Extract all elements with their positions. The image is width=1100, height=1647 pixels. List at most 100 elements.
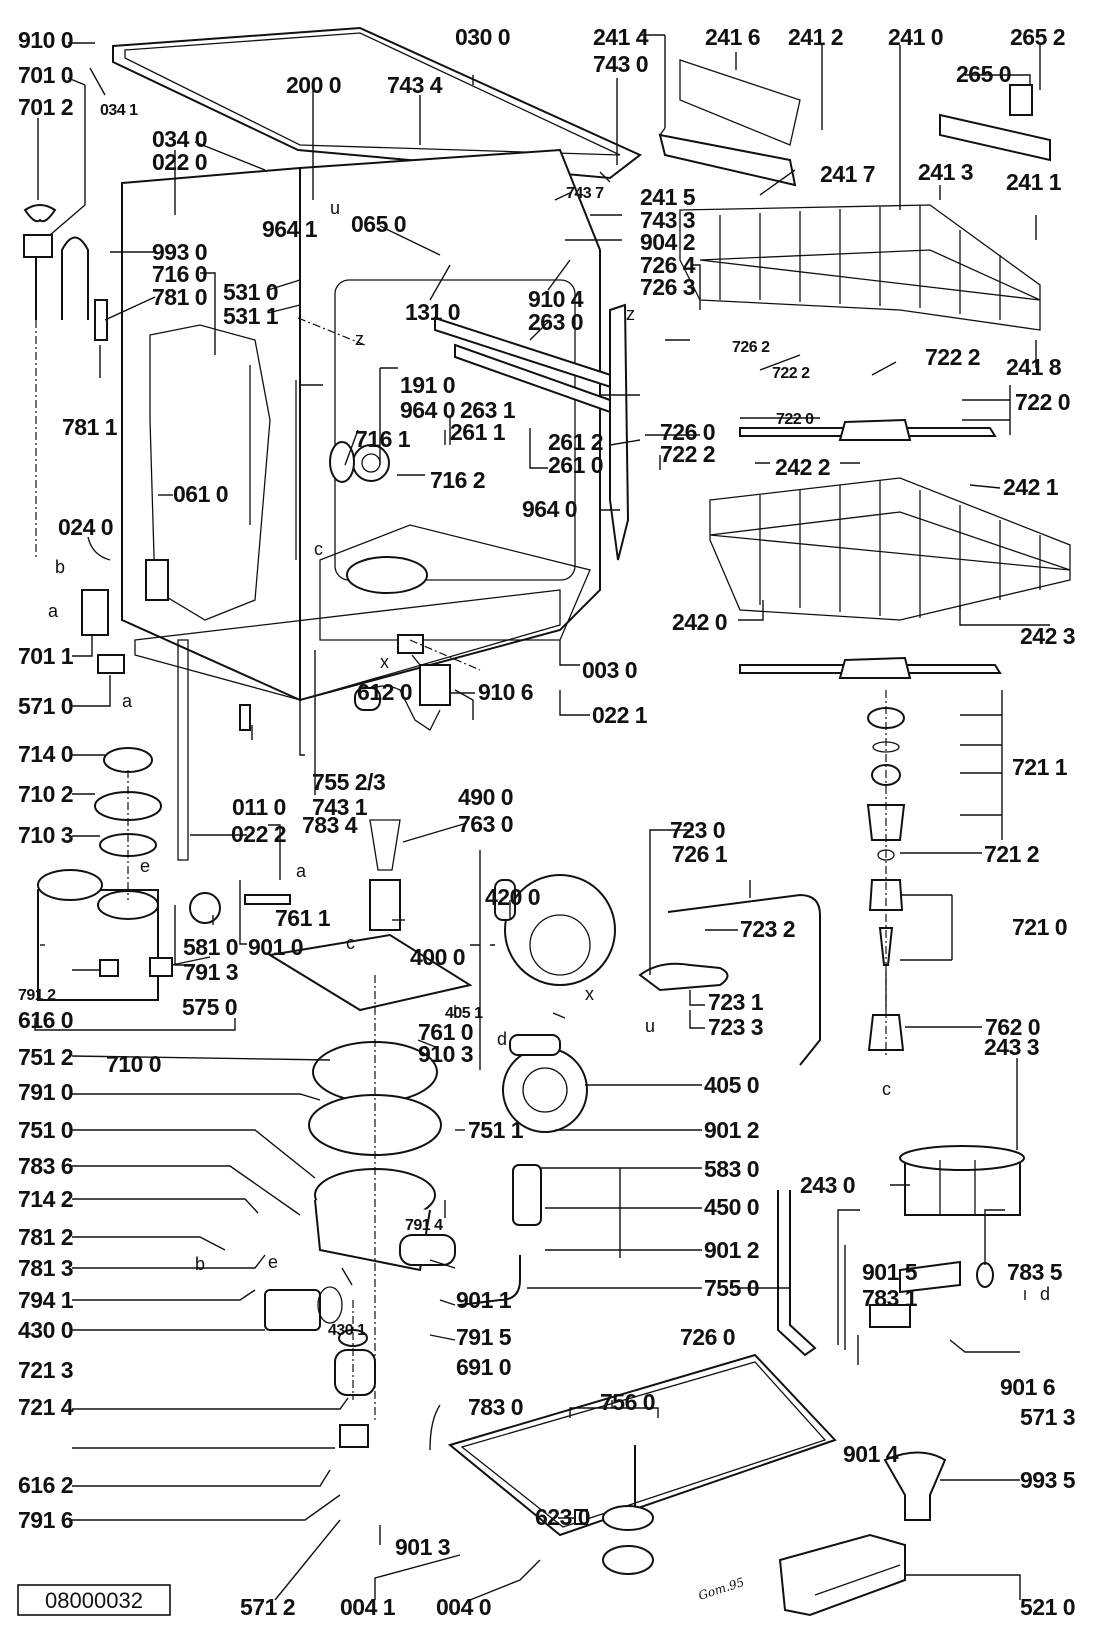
- circulation-motor: [494, 874, 616, 986]
- part-label: 993 0: [152, 239, 207, 265]
- part-label: 726 0: [680, 1324, 735, 1350]
- axis-letters: u z z c b a a x e a c x u d c b e d: [48, 198, 1050, 1304]
- spray-arm-feed-pipe: [667, 893, 821, 1066]
- regenerator-581: [189, 892, 221, 924]
- drain-pump: [264, 1286, 343, 1331]
- part-label: 265 0: [956, 61, 1011, 87]
- part-label: 756 0: [600, 1389, 655, 1415]
- part-label: 616 0: [18, 1007, 73, 1033]
- part-label: 263 1: [460, 397, 516, 423]
- part-label: 721 0: [1012, 914, 1067, 940]
- hose-783-5: [899, 1260, 961, 1294]
- sump-opening: [346, 556, 428, 594]
- reference-number-box: 08000032: [17, 1584, 171, 1616]
- leader-lines: [34, 34, 1050, 1601]
- part-label: 901 4: [843, 1441, 899, 1467]
- part-label: 131 0: [405, 299, 460, 325]
- part-label: 490 0: [458, 784, 513, 810]
- part-label: 763 0: [458, 811, 513, 837]
- part-label: 261 2: [548, 429, 603, 455]
- part-label: 710 2: [18, 781, 73, 807]
- part-label: 910 6: [478, 679, 533, 705]
- base-frame: [134, 589, 561, 701]
- part-label: 241 1: [1006, 169, 1062, 195]
- heater-450: [512, 1164, 542, 1226]
- part-label: 030 0: [455, 24, 510, 50]
- part-label: 781 1: [62, 414, 118, 440]
- part-label: 241 0: [888, 24, 943, 50]
- part-label: 726 4: [640, 252, 696, 278]
- part-label: 241 8: [1006, 354, 1062, 380]
- door-seal-ring: [329, 441, 355, 483]
- terminal-block-490: [419, 664, 451, 706]
- part-label: 061 0: [173, 481, 228, 507]
- hinge-arm: [609, 303, 630, 561]
- part-label: 901 2: [704, 1117, 759, 1143]
- part-label: 261 0: [548, 452, 603, 478]
- part-label: 241 5: [640, 184, 696, 210]
- part-label: 716 1: [355, 426, 411, 452]
- reference-number: 08000032: [45, 1588, 143, 1613]
- power-plug: [354, 687, 381, 711]
- valve-571-2: [339, 1424, 369, 1448]
- upper-basket: [679, 204, 1041, 331]
- part-label: 531 1: [223, 303, 279, 329]
- part-label: 004 1: [340, 1594, 396, 1620]
- hose-755: [459, 1255, 521, 1306]
- part-label: 714 2: [18, 1186, 73, 1212]
- upper-basket-tines: [719, 205, 1001, 320]
- part-label: 242 0: [672, 609, 727, 635]
- tub-floor: [319, 524, 591, 641]
- part-label: 791 2: [18, 987, 56, 1004]
- axis-letter-c: c: [882, 1079, 891, 1099]
- part-label: 405 1: [445, 1005, 483, 1022]
- part-label: 783 6: [18, 1153, 73, 1179]
- part-label: 781 3: [18, 1255, 73, 1281]
- part-label: 901 3: [395, 1534, 450, 1560]
- part-labels: 910 0 701 0 701 2 034 1 030 0 200 0 743 …: [18, 24, 1076, 1620]
- axis-letter-u: u: [645, 1016, 655, 1036]
- part-label: 901 1: [456, 1287, 512, 1313]
- filter-612: [397, 634, 424, 654]
- part-label: 910 4: [528, 286, 584, 312]
- axis-letter-x: x: [380, 652, 389, 672]
- tub-side-panel: [121, 166, 301, 702]
- part-label: 430 1: [328, 1322, 366, 1339]
- axis-letter-a: a: [122, 691, 133, 711]
- part-label: 791 6: [18, 1507, 73, 1533]
- part-label: 723 2: [740, 916, 795, 942]
- axis-letter-b: b: [55, 557, 65, 577]
- part-label: 722 2: [660, 441, 715, 467]
- cup-shelf: [658, 133, 797, 187]
- part-label: 726 3: [640, 274, 695, 300]
- axis-letter-d: d: [1040, 1284, 1050, 1304]
- part-label: 783 1: [862, 1285, 918, 1311]
- part-label: 901 2: [704, 1237, 759, 1263]
- part-label: 721 3: [18, 1357, 73, 1383]
- part-label: 034 0: [152, 126, 207, 152]
- part-label: 521 0: [1020, 1594, 1075, 1620]
- part-label: 430 0: [18, 1317, 73, 1343]
- filter-plate: [267, 933, 473, 1012]
- part-label: 755 2/3: [312, 769, 385, 795]
- part-label: 191 0: [400, 372, 455, 398]
- part-label: 531 0: [223, 279, 278, 305]
- part-label: 791 3: [183, 959, 238, 985]
- latch-701-1: [81, 589, 109, 636]
- breather-hose-993: [61, 236, 89, 320]
- insulation: [149, 324, 271, 621]
- part-label: 024 0: [58, 514, 113, 540]
- part-label: 722 2: [772, 365, 810, 382]
- part-label: 781 2: [18, 1224, 73, 1250]
- base-plate: [447, 1353, 837, 1537]
- float-756: [602, 1505, 654, 1531]
- part-label: 743 7: [566, 185, 604, 202]
- part-label: 263 0: [528, 309, 583, 335]
- part-label: 791 0: [18, 1079, 73, 1105]
- part-label: 701 0: [18, 62, 73, 88]
- cutlery-basket: [899, 1145, 1025, 1216]
- axis-letter-z: z: [626, 304, 635, 324]
- part-label: 721 2: [984, 841, 1039, 867]
- axis-letter-d: d: [497, 1029, 507, 1049]
